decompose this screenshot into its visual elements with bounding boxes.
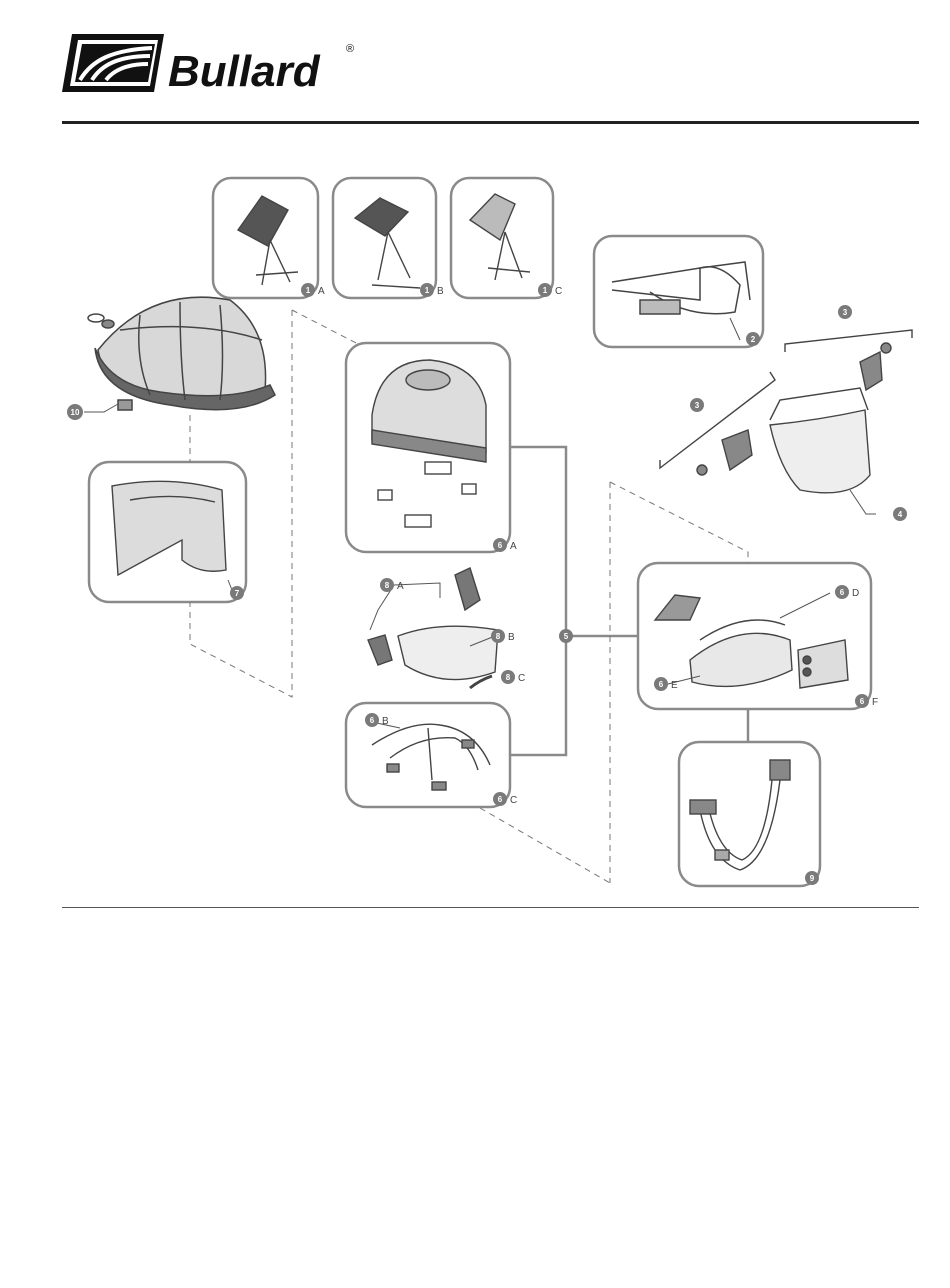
svg-text:6: 6 [370, 716, 375, 725]
svg-text:10: 10 [71, 408, 80, 417]
callout-5: 5 [559, 629, 573, 643]
svg-text:7: 7 [235, 589, 240, 598]
svg-text:6: 6 [659, 680, 664, 689]
helmet-icon [88, 297, 275, 410]
panel-1c [451, 178, 553, 298]
panel-1b [333, 178, 436, 298]
svg-text:4: 4 [898, 510, 903, 519]
connector-5 [510, 447, 566, 755]
callout-7: 7 [230, 586, 244, 600]
dashed-guide-1 [292, 310, 360, 345]
svg-text:6: 6 [860, 697, 865, 706]
callout-3-top: 3 [838, 305, 852, 319]
svg-text:B: B [437, 286, 444, 297]
callout-8c: 8 C [501, 670, 525, 684]
callout-4: 4 [893, 507, 907, 521]
svg-text:C: C [555, 286, 562, 297]
svg-text:6: 6 [840, 588, 845, 597]
svg-text:5: 5 [564, 632, 569, 641]
callout-10: 10 [67, 404, 83, 420]
callout-8a: 8 A [380, 578, 404, 592]
svg-text:3: 3 [843, 308, 848, 317]
leader-8a-left [370, 585, 394, 630]
callout-9: 9 [805, 871, 819, 885]
svg-text:9: 9 [810, 874, 815, 883]
svg-text:E: E [671, 680, 678, 691]
dashed-guide-right [610, 482, 748, 563]
svg-text:6: 6 [498, 795, 503, 804]
svg-text:B: B [508, 632, 515, 643]
svg-text:C: C [510, 795, 517, 806]
svg-text:6: 6 [498, 541, 503, 550]
svg-text:A: A [397, 581, 404, 592]
svg-text:8: 8 [385, 581, 390, 590]
svg-text:1: 1 [306, 286, 311, 295]
svg-text:A: A [318, 286, 325, 297]
svg-text:2: 2 [751, 335, 756, 344]
svg-text:1: 1 [425, 286, 430, 295]
svg-text:8: 8 [496, 632, 501, 641]
svg-text:8: 8 [506, 673, 511, 682]
svg-text:F: F [872, 697, 878, 708]
svg-text:C: C [518, 673, 525, 684]
callout-3-left: 3 [690, 398, 704, 412]
footer-rule [62, 907, 919, 908]
svg-text:3: 3 [695, 401, 700, 410]
callout-6f: 6 F [855, 694, 878, 708]
callout-8b: 8 B [491, 629, 515, 643]
svg-text:B: B [382, 716, 389, 727]
svg-text:A: A [510, 541, 517, 552]
leader-10 [84, 404, 118, 412]
dashed-guide-bottom [480, 808, 610, 883]
svg-text:1: 1 [543, 286, 548, 295]
svg-text:D: D [852, 588, 859, 599]
leader-4 [850, 490, 876, 514]
callout-2: 2 [746, 332, 760, 346]
